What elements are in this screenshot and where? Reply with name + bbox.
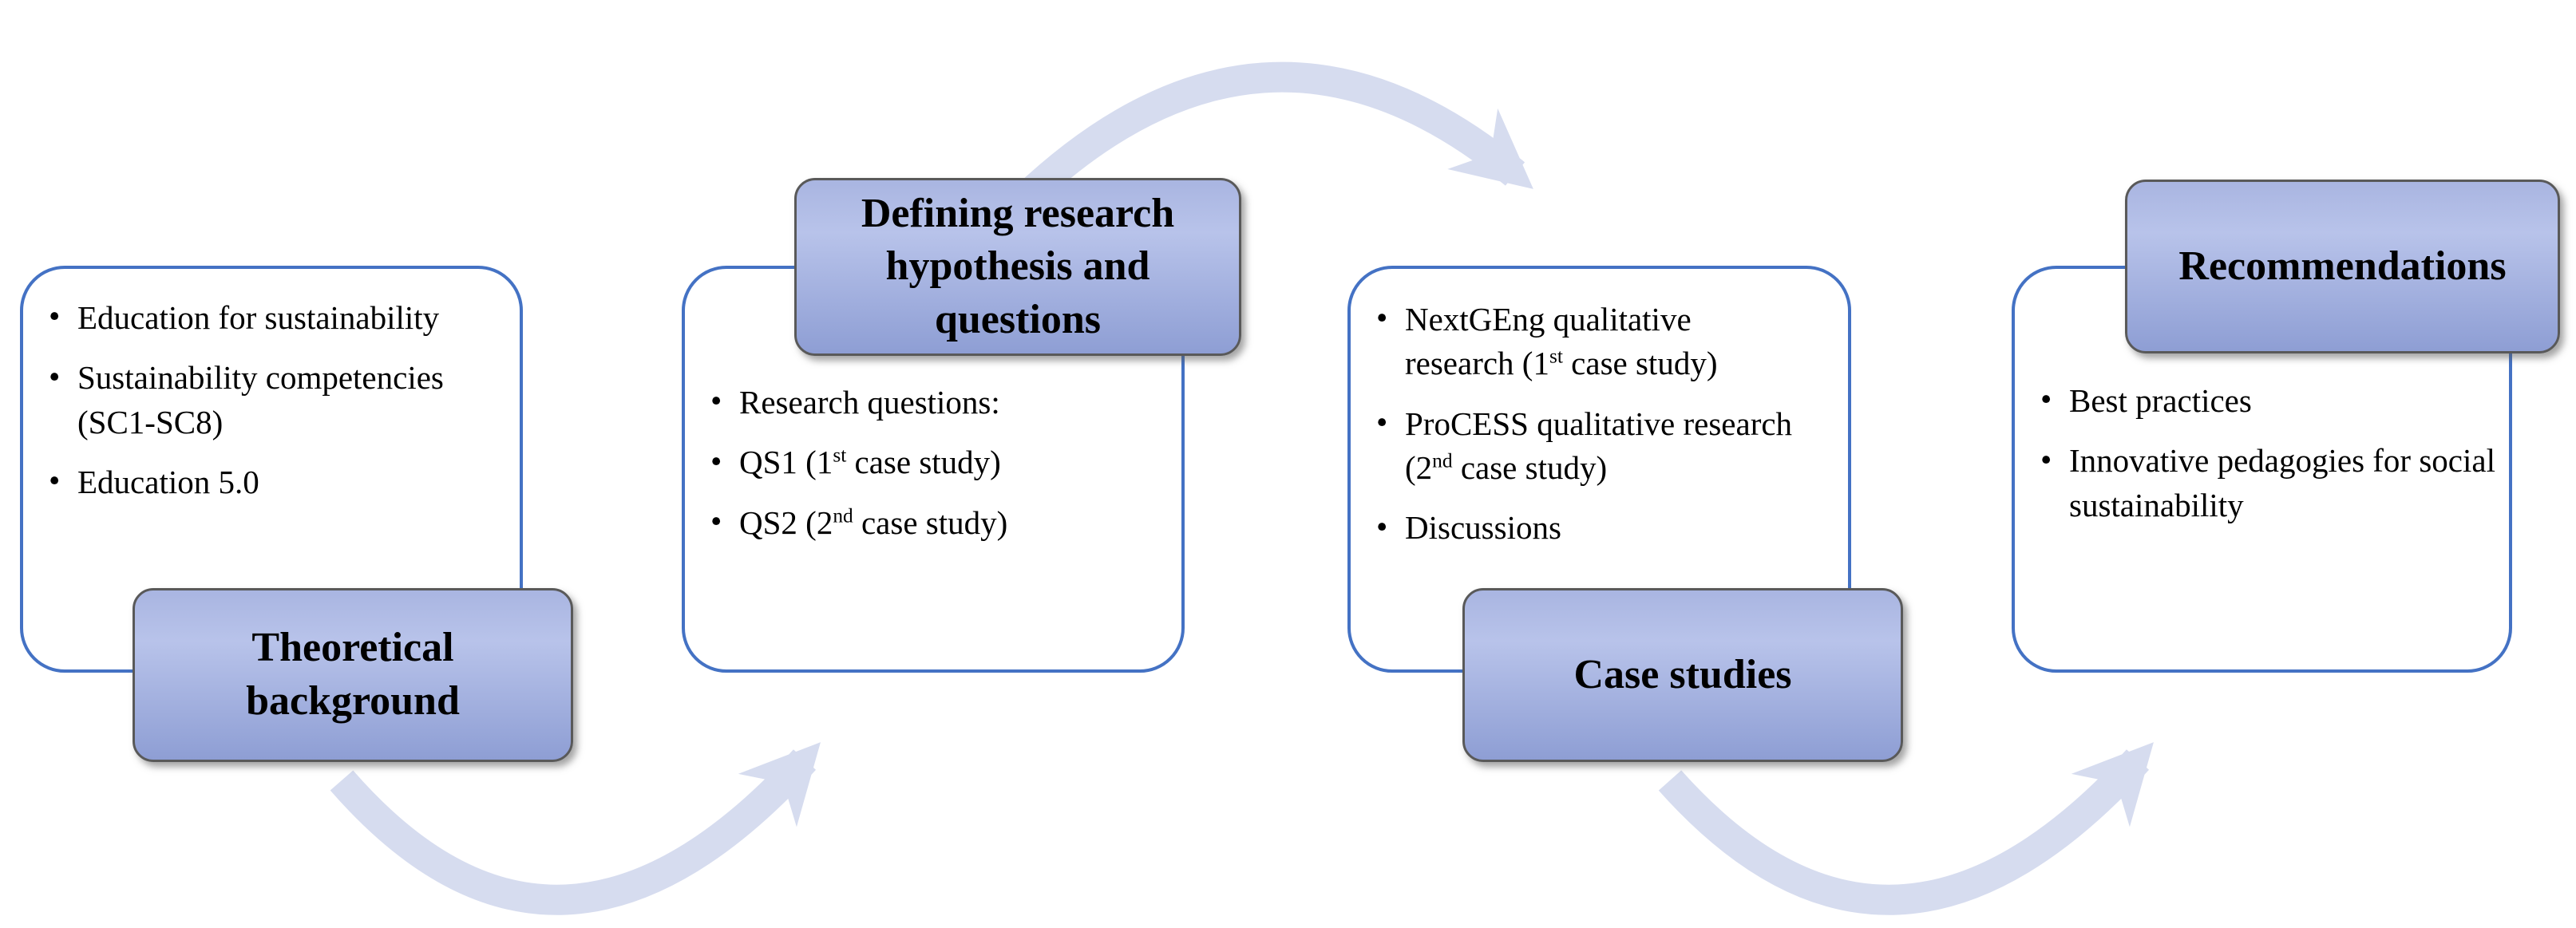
bullet-list: NextGEng qualitative research (1st case … bbox=[1351, 296, 1848, 551]
curved-arrow-bottom-left-icon bbox=[330, 742, 821, 915]
stage-title: Theoretical background bbox=[246, 625, 460, 724]
stage-title-box-recommendations: Recommendations bbox=[2125, 180, 2560, 353]
stage-content-box-case-studies: NextGEng qualitative research (1st case … bbox=[1347, 266, 1851, 673]
stage-title: Defining research hypothesis and questio… bbox=[861, 190, 1175, 342]
bullet-list-item: Best practices bbox=[2034, 377, 2503, 423]
bullet-list-item: Discussions bbox=[1370, 505, 1842, 550]
bullet-list-item: Research questions: bbox=[704, 379, 1175, 425]
bullet-list-item: NextGEng qualitative research (1st case … bbox=[1370, 296, 1804, 386]
bullet-list-item: Education for sustainability bbox=[42, 294, 513, 340]
stage-title-box-case-studies: Case studies bbox=[1462, 588, 1903, 762]
bullet-list: Best practices Innovative pedagogies for… bbox=[2015, 377, 2509, 527]
curved-arrow-top-icon bbox=[1003, 61, 1533, 220]
bullet-list-item: QS1 (1st case study) bbox=[704, 440, 1175, 484]
stage-title-box-theoretical-background: Theoretical background bbox=[133, 588, 573, 762]
curved-arrow-bottom-right-icon bbox=[1658, 742, 2154, 915]
bullet-list-item: Education 5.0 bbox=[42, 459, 513, 504]
bullet-list: Education for sustainability Sustainabil… bbox=[23, 294, 520, 504]
stage-content-box-theoretical-background: Education for sustainability Sustainabil… bbox=[20, 266, 523, 673]
bullet-list-item: ProCESS qualitative research (2nd case s… bbox=[1370, 401, 1842, 491]
bullet-list: Research questions: QS1 (1st case study)… bbox=[685, 379, 1181, 545]
bullet-list-item: Sustainability competencies (SC1-SC8) bbox=[42, 355, 513, 444]
bullet-list-item: Innovative pedagogies for social sustain… bbox=[2034, 438, 2503, 527]
stage-content-box-recommendations: Best practices Innovative pedagogies for… bbox=[2012, 266, 2512, 673]
bullet-list-item: QS2 (2nd case study) bbox=[704, 500, 1175, 545]
stage-title: Case studies bbox=[1573, 651, 1792, 697]
stage-title: Recommendations bbox=[2178, 243, 2507, 289]
stage-title-box-defining-research-hypothesis: Defining research hypothesis and questio… bbox=[794, 178, 1241, 356]
